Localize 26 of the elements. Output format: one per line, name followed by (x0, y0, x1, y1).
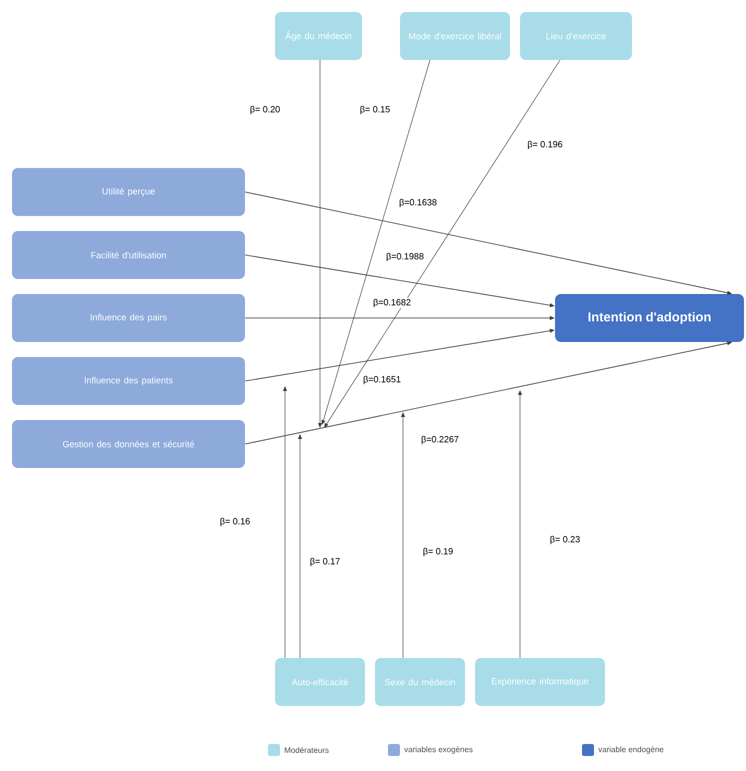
variable-box: Facilité d'utilisation (12, 231, 245, 279)
edge-label: β=0.1651 (362, 374, 402, 386)
variable-box: Gestion des données et sécurité (12, 420, 245, 468)
arrow (324, 60, 560, 428)
edge-label: β= 0.23 (548, 534, 582, 546)
edge-label: β= 0.16 (218, 516, 252, 528)
edge-label: β= 0.15 (358, 104, 392, 116)
arrow (321, 60, 430, 425)
edge-label: β=0.2267 (420, 434, 460, 446)
edge-label: β= 0.20 (248, 104, 282, 116)
moderator-box: Auto-efficacité (275, 658, 365, 706)
edge-label: β= 0.17 (308, 556, 342, 568)
variable-box: Utilité perçue (12, 168, 245, 216)
edge-label: β=0.1682 (372, 298, 412, 308)
moderator-box: Lieu d'exercice (520, 12, 632, 60)
moderator-box: Sexe du médecin (375, 658, 465, 706)
variable-box: Influence des pairs (12, 294, 245, 342)
outcome-box: Intention d'adoption (555, 294, 744, 342)
moderator-box: Expérience informatique (475, 658, 605, 706)
edge-label: β=0.1638 (398, 198, 438, 208)
moderator-box: Mode d'exercice libéral (400, 12, 510, 60)
moderator-box: Âge du médecin (275, 12, 362, 60)
edge-label: β= 0.196 (526, 140, 564, 150)
edge-label: β= 0.19 (422, 546, 454, 558)
edge-label: β=0.1988 (385, 252, 425, 262)
variable-box: Influence des patients (12, 357, 245, 405)
